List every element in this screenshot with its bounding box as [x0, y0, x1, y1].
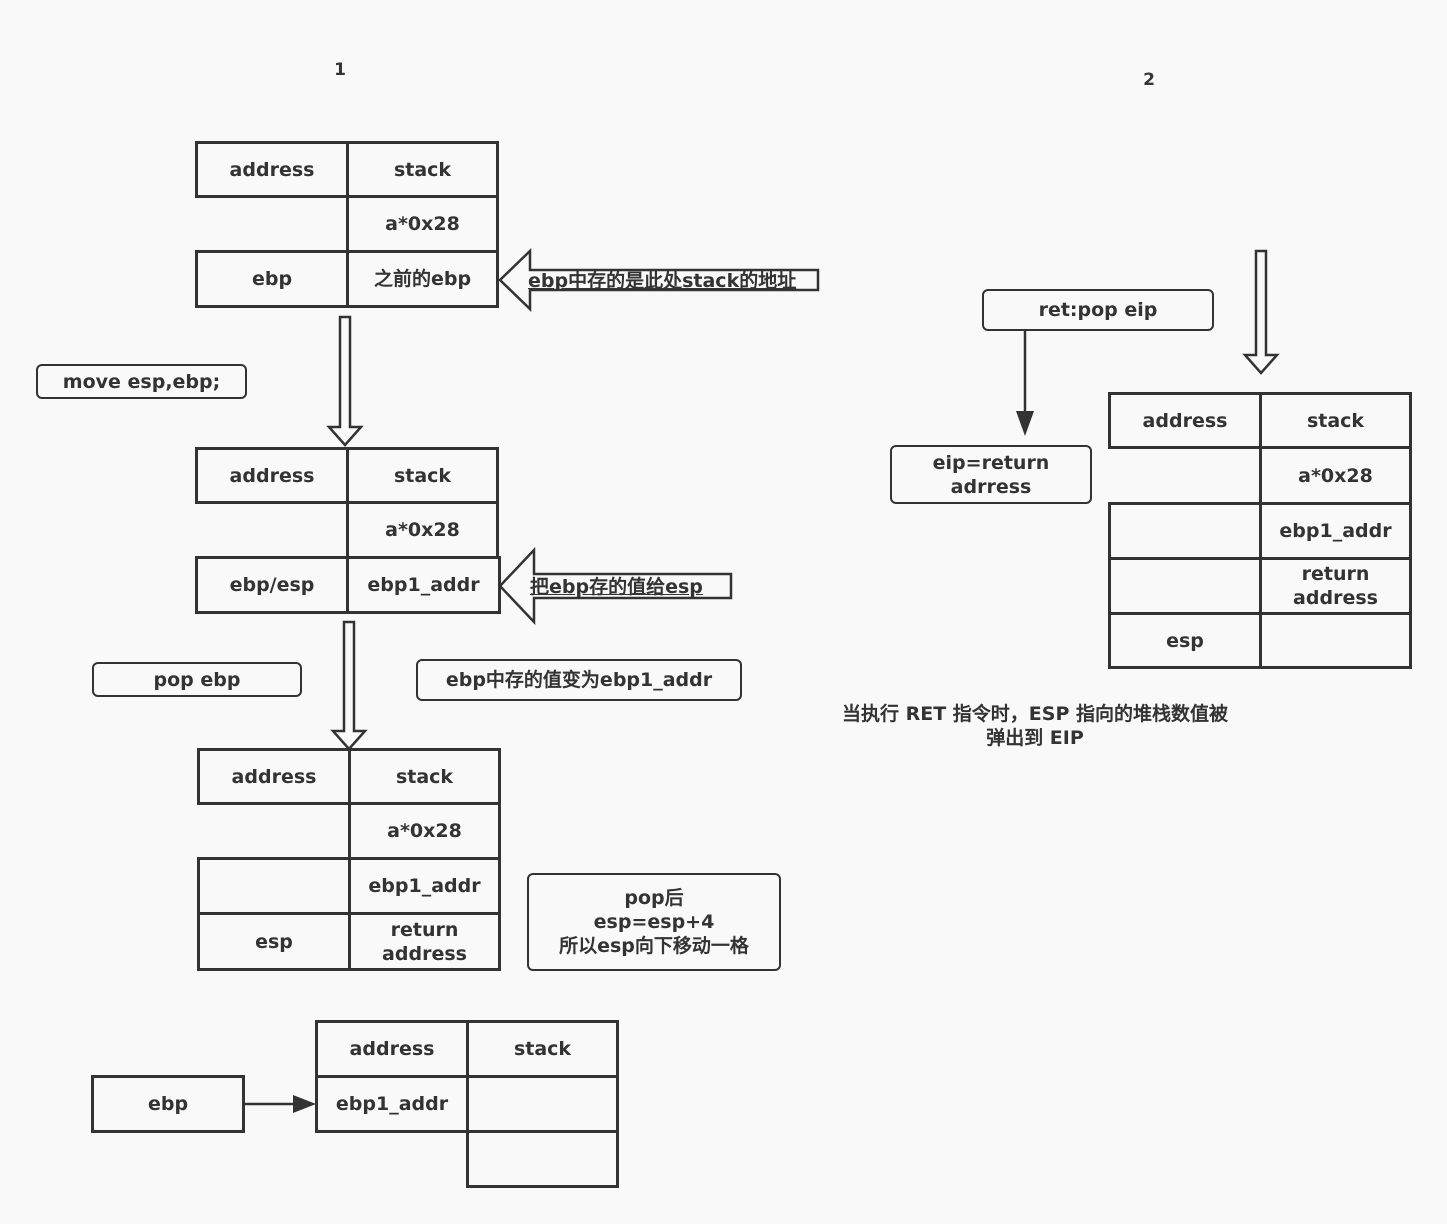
- ret-pop-eip-note: ret:pop eip: [982, 289, 1214, 331]
- hollow-left-arrow-2: [498, 546, 733, 626]
- t5-address-header: address: [1108, 392, 1262, 449]
- t1-a28-cell: a*0x28: [346, 195, 499, 253]
- t4-stack-header: stack: [466, 1020, 619, 1078]
- t2-ebp1-addr-cell: ebp1_addr: [346, 556, 501, 614]
- t2-stack-header: stack: [346, 447, 499, 504]
- t1-stack-header: stack: [346, 141, 499, 198]
- t4-empty-cell-1: [466, 1075, 619, 1133]
- t3-a28-cell: a*0x28: [348, 802, 501, 860]
- t4-address-header: address: [315, 1020, 469, 1078]
- t2-a28-cell: a*0x28: [346, 501, 499, 559]
- t5-empty-cell-3: [1259, 612, 1412, 669]
- hollow-down-arrow-3: [1242, 249, 1280, 375]
- move-esp-ebp-note: move esp,ebp;: [36, 364, 247, 399]
- t3-address-header: address: [197, 748, 351, 805]
- ebp-pointer-head: [293, 1095, 316, 1113]
- t5-return-address-cell: return address: [1259, 557, 1412, 615]
- t5-empty-cell-2: [1108, 557, 1262, 615]
- ret-caption: 当执行 RET 指令时，ESP 指向的堆栈数值被 弹出到 EIP: [841, 703, 1228, 749]
- t2-ebp-esp-cell: ebp/esp: [195, 556, 349, 614]
- hollow-down-arrow-1: [326, 315, 364, 447]
- t1-prev-ebp-cell: 之前的ebp: [346, 250, 499, 308]
- ret-pointer-head: [1016, 411, 1034, 436]
- t3-return-address-cell: return address: [348, 912, 501, 971]
- t3-stack-header: stack: [348, 748, 501, 805]
- t3-esp-cell: esp: [197, 912, 351, 971]
- t1-ebp-cell: ebp: [195, 250, 349, 308]
- t4-empty-cell-2: [466, 1130, 619, 1188]
- ebp-value-changed-note: ebp中存的值变为ebp1_addr: [416, 659, 742, 701]
- t5-stack-header: stack: [1259, 392, 1412, 449]
- eip-return-note: eip=return adrress: [890, 445, 1092, 504]
- ebp-box: ebp: [91, 1075, 245, 1133]
- arrow-note-1: ebp中存的是此处stack的地址: [528, 270, 797, 292]
- step-1-label: 1: [334, 60, 346, 80]
- hollow-down-arrow-2: [330, 620, 368, 751]
- t5-ebp1-addr-cell: ebp1_addr: [1259, 502, 1412, 560]
- t1-address-header: address: [195, 141, 349, 198]
- t3-ebp1-addr-cell: ebp1_addr: [348, 857, 501, 915]
- step-2-label: 2: [1143, 70, 1155, 90]
- t5-a28-cell: a*0x28: [1259, 446, 1412, 505]
- t4-ebp1-addr-cell: ebp1_addr: [315, 1075, 469, 1133]
- t3-empty-cell: [197, 857, 351, 915]
- t5-empty-cell-1: [1108, 502, 1262, 560]
- hollow-left-arrow-1: [498, 248, 820, 312]
- t5-esp-cell: esp: [1108, 612, 1262, 669]
- arrow-note-2: 把ebp存的值给esp: [530, 576, 703, 598]
- pop-ebp-note: pop ebp: [92, 662, 302, 697]
- pop-after-note: pop后 esp=esp+4 所以esp向下移动一格: [527, 873, 781, 971]
- t2-address-header: address: [195, 447, 349, 504]
